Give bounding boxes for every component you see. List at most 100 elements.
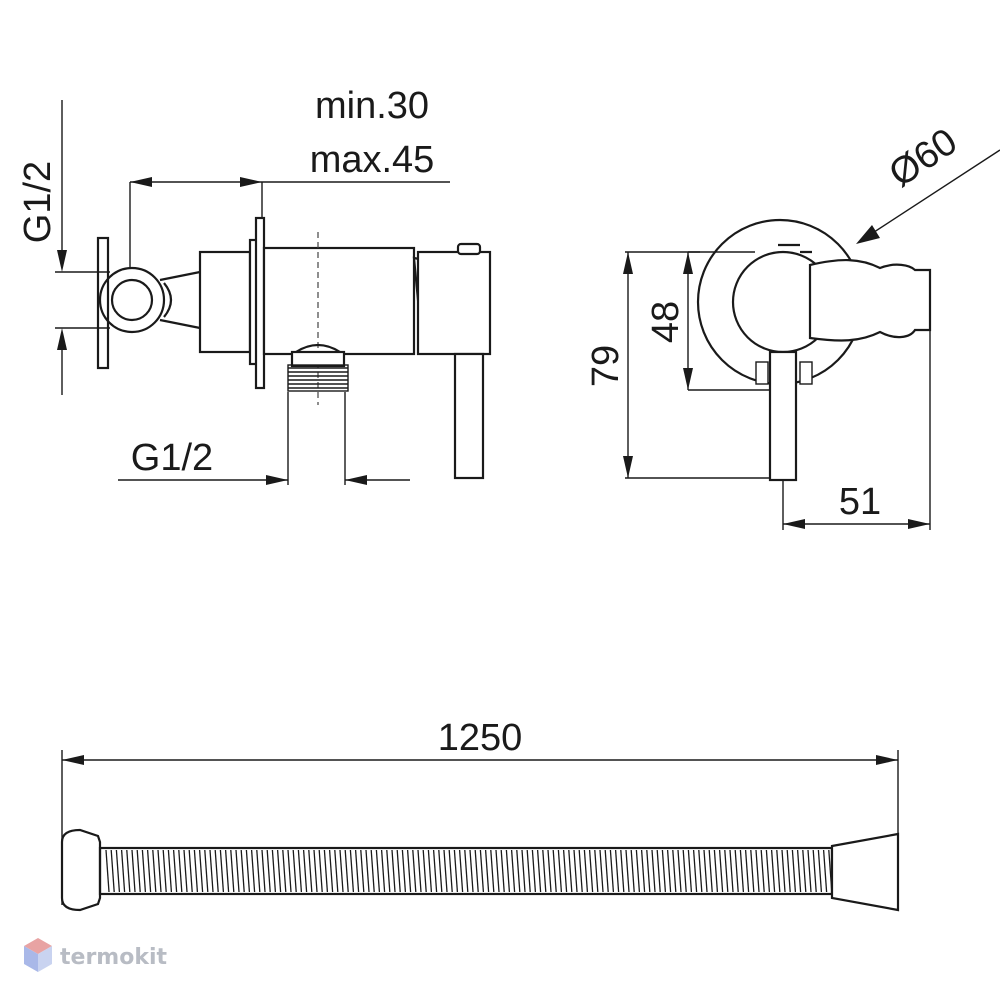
hose-rib <box>786 849 791 893</box>
hose-rib <box>817 849 823 893</box>
hose-rib <box>172 849 178 893</box>
hose-rib <box>339 849 344 893</box>
hose-rib <box>302 849 308 893</box>
hose-rib <box>672 849 677 893</box>
hose-rib <box>765 849 771 893</box>
hose-rib <box>796 849 802 893</box>
hose-rib <box>791 849 797 893</box>
hose-rib <box>744 849 750 893</box>
hose-rib <box>235 849 240 893</box>
hose-rib <box>708 849 713 893</box>
termokit-logo: termokit <box>24 938 167 972</box>
hose-rib <box>224 849 230 893</box>
hose-rib <box>214 849 219 893</box>
hose-rib <box>443 849 448 893</box>
hose-rib <box>401 849 407 893</box>
hose-rib <box>802 849 807 893</box>
hose-rib <box>245 849 251 893</box>
hose-rib <box>724 849 729 893</box>
hose-rib <box>620 849 625 893</box>
hose-rib <box>734 849 739 893</box>
hose-rib <box>510 849 516 893</box>
hose-rib <box>500 849 505 893</box>
hose-rib <box>157 849 162 893</box>
hose-rib <box>167 849 173 893</box>
hose-rib <box>609 849 615 893</box>
hose-rib <box>536 849 542 893</box>
hose-rib <box>354 849 360 893</box>
hose-rib <box>115 849 121 893</box>
hose-rib <box>516 849 521 893</box>
hose-rib <box>526 849 531 893</box>
hose-rib <box>334 849 339 893</box>
hose-rib <box>677 849 682 893</box>
hose-rib <box>698 849 703 893</box>
hose-rib <box>448 849 453 893</box>
hose-rib <box>308 849 313 893</box>
outlet-thread-label: G1/2 <box>131 437 213 479</box>
front-view: Ø60 48 79 51 <box>585 121 1000 530</box>
hose-rib <box>318 849 323 893</box>
hose-rib <box>120 849 126 893</box>
hose-rib <box>365 849 370 893</box>
hose-rib <box>250 849 256 893</box>
hose-rib <box>666 849 672 893</box>
depth-min-label: min.30 <box>315 85 429 127</box>
hose-rib <box>640 849 646 893</box>
hose-rib <box>193 849 199 893</box>
hose-rib <box>240 849 245 893</box>
hose-rib <box>427 849 433 893</box>
hose-rib <box>760 849 765 893</box>
hose-rib <box>458 849 464 893</box>
hose-rib <box>822 849 828 893</box>
rosette-diameter-label: Ø60 <box>882 121 965 196</box>
hose-rib <box>479 849 485 893</box>
hose-rib <box>464 849 469 893</box>
hose-rib <box>474 849 479 893</box>
hose-rib <box>583 849 589 893</box>
hose-rib <box>542 849 547 893</box>
hose-rib <box>614 849 620 893</box>
hose-rib <box>484 849 490 893</box>
hose-rib <box>183 849 188 893</box>
hose-rib <box>136 849 141 893</box>
cube-logo-icon <box>24 938 52 972</box>
hose-rib <box>422 849 427 893</box>
hose-rib <box>276 849 282 893</box>
hose-ribs <box>105 849 833 893</box>
inlet-thread-label: G1/2 <box>17 161 59 243</box>
hose-rib <box>661 849 667 893</box>
hose-rib <box>651 849 656 893</box>
hose-rib <box>635 849 641 893</box>
hose-rib <box>557 849 563 893</box>
hose-rib <box>687 849 693 893</box>
hose-rib <box>713 849 719 893</box>
hose-rib <box>562 849 568 893</box>
hose-rib <box>313 849 318 893</box>
hose-rib <box>152 849 157 893</box>
hose-rib <box>266 849 271 893</box>
hose-rib <box>406 849 412 893</box>
hose-rib <box>162 849 167 893</box>
hose-rib <box>682 849 687 893</box>
hose-rib <box>812 849 817 893</box>
hose-rib <box>807 849 812 893</box>
hose-rib <box>604 849 609 893</box>
hose-rib <box>282 849 287 893</box>
hose-rib <box>188 849 193 893</box>
hose-rib <box>552 849 557 893</box>
hose-rib <box>588 849 594 893</box>
hose-rib <box>360 849 365 893</box>
hose-rib <box>126 849 131 893</box>
hose-rib <box>297 849 303 893</box>
hose-length-label: 1250 <box>438 717 523 759</box>
hose-rib <box>599 849 604 893</box>
hose-rib <box>656 849 661 893</box>
hose-rib <box>417 849 422 893</box>
hose-rib <box>646 849 651 893</box>
hose-rib <box>292 849 297 893</box>
hose-rib <box>729 849 734 893</box>
hose-rib <box>349 849 355 893</box>
hose-rib <box>625 849 630 893</box>
